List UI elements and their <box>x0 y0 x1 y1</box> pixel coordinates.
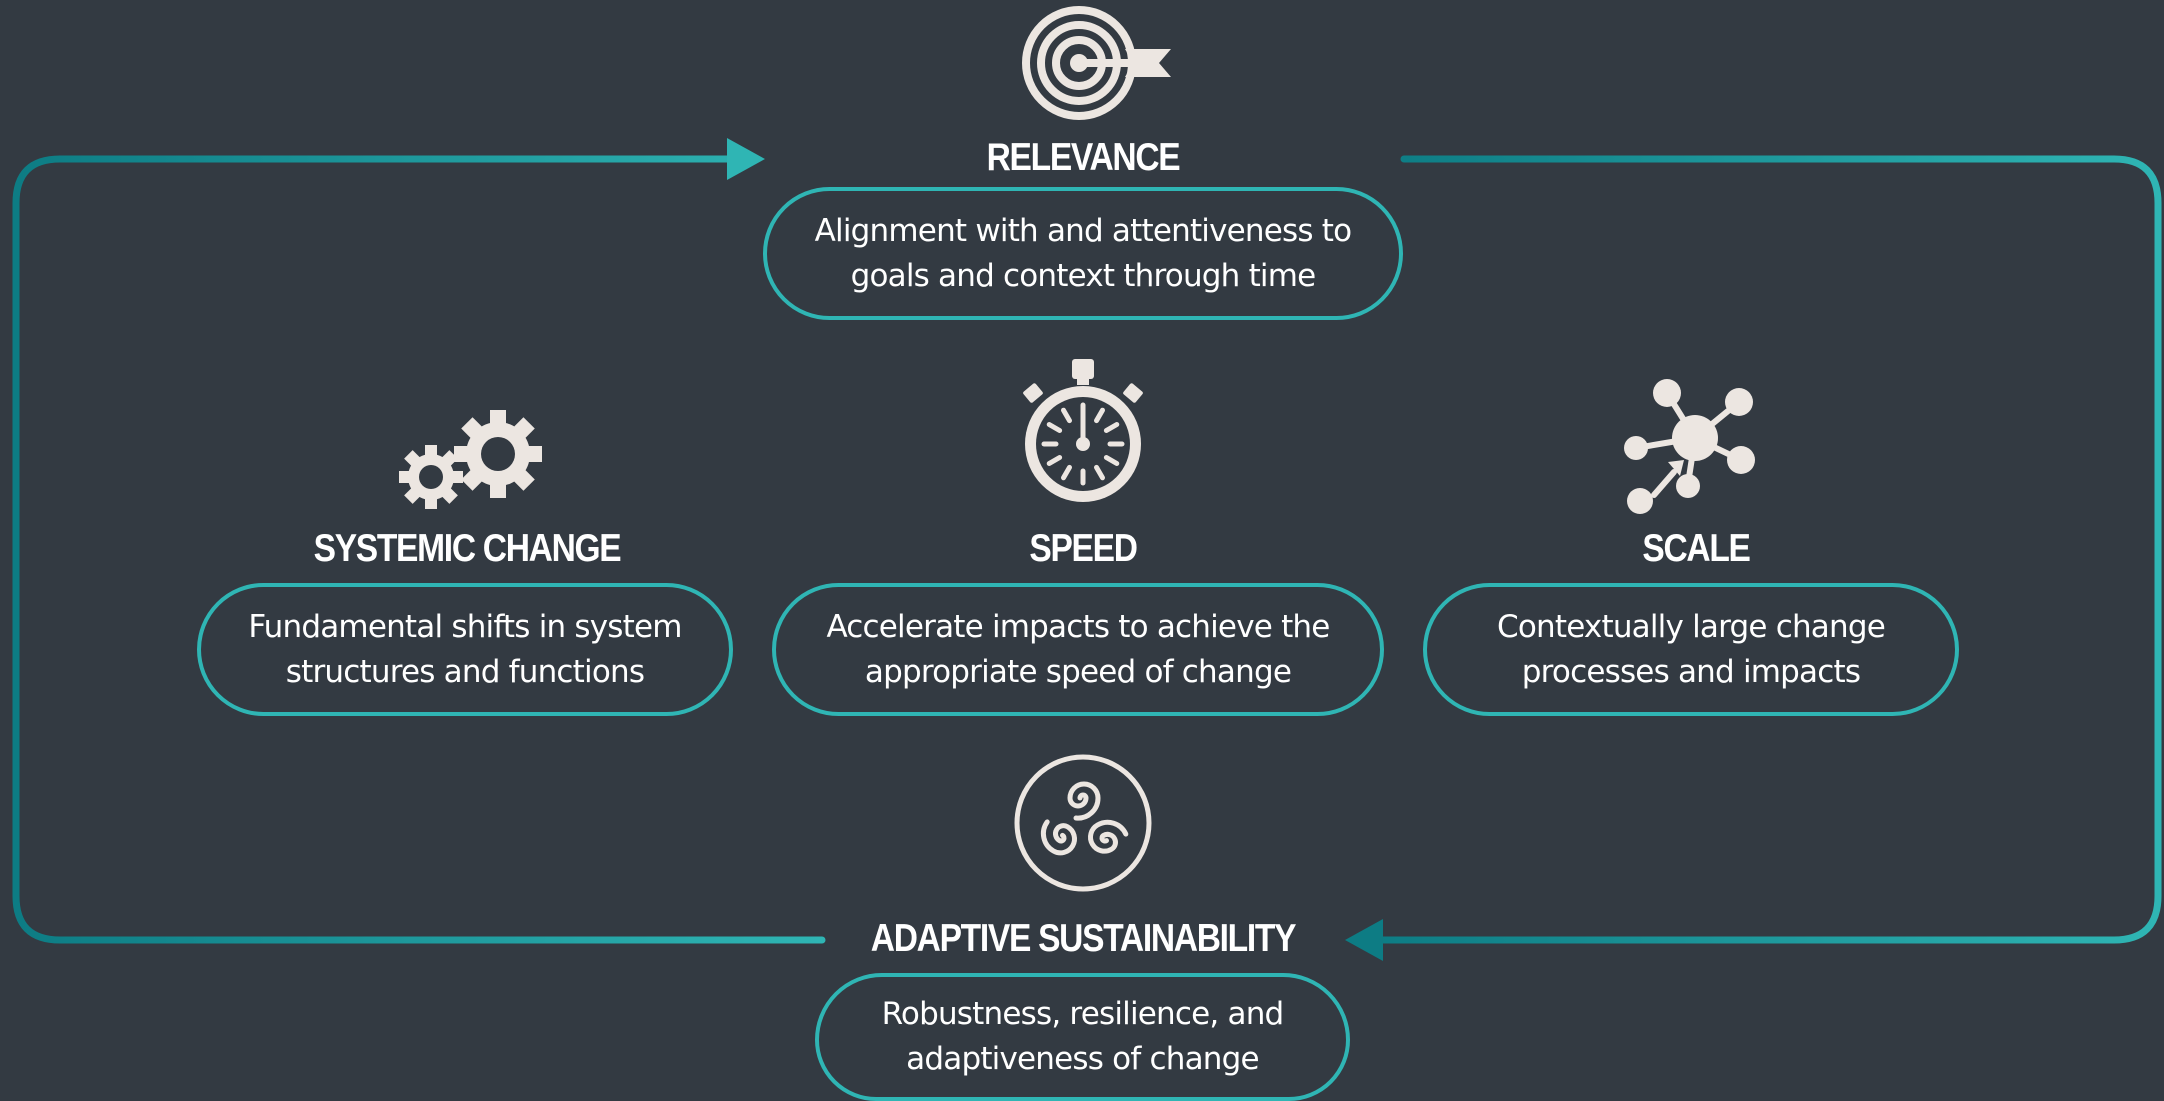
systemic-change-description: Fundamental shifts in system structures … <box>197 583 733 716</box>
arrow-to-relevance <box>727 138 765 180</box>
stopwatch-icon <box>1023 359 1143 502</box>
systemic-change-title: SYSTEMIC CHANGE <box>313 527 622 570</box>
target-icon <box>1022 6 1171 120</box>
gears-icon <box>399 410 542 509</box>
relevance-description: Alignment with and attentiveness to goal… <box>763 187 1403 320</box>
left-loop-line <box>12 155 826 944</box>
scale-title: SCALE <box>1642 527 1751 570</box>
relevance-title: RELEVANCE <box>986 136 1181 179</box>
triskelion-icon <box>1014 754 1152 892</box>
adaptive-sustainability-description: Robustness, resilience, and adaptiveness… <box>815 973 1350 1101</box>
arrow-to-adaptive-sustainability <box>1345 919 1383 961</box>
network-icon <box>1624 379 1755 514</box>
speed-title: SPEED <box>1029 527 1138 570</box>
scale-description: Contextually large change processes and … <box>1423 583 1959 716</box>
right-loop-line <box>1371 155 2162 944</box>
adaptive-sustainability-title: ADAPTIVE SUSTAINABILITY <box>870 917 1297 960</box>
speed-description: Accelerate impacts to achieve the approp… <box>772 583 1384 716</box>
